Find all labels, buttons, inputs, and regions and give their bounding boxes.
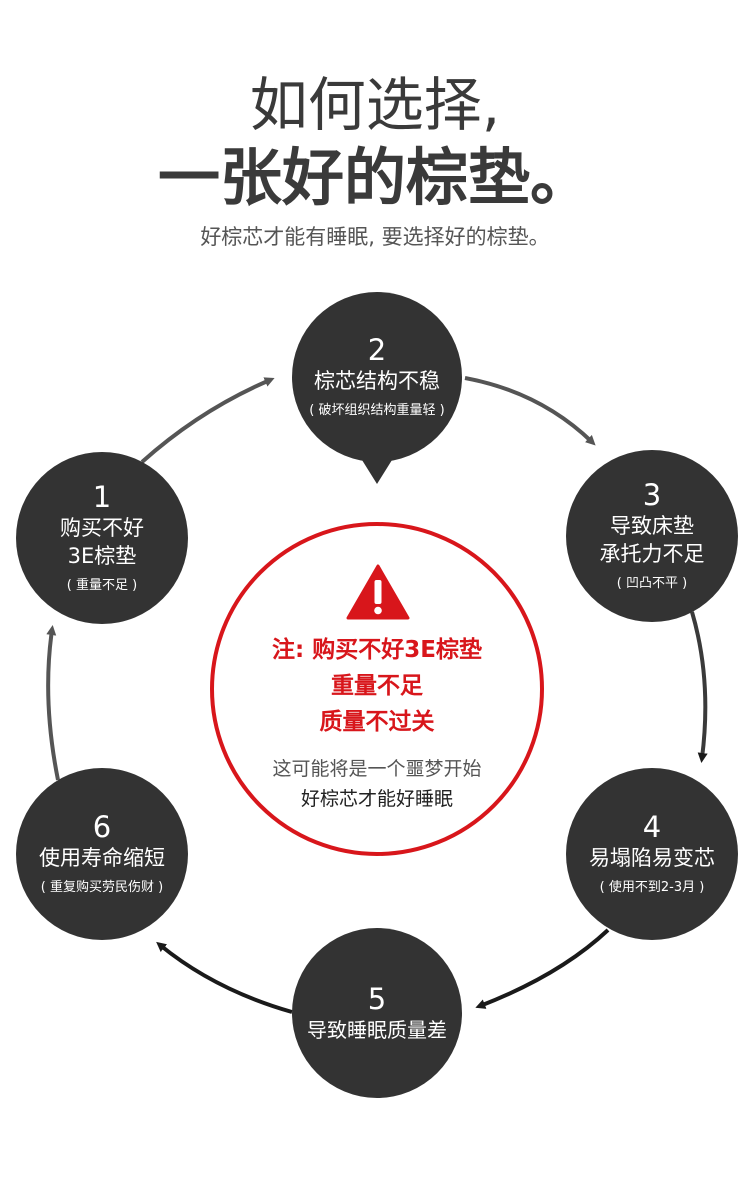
node-label: 易塌陷易变芯	[589, 846, 715, 870]
warning-line-2: 重量不足	[331, 673, 423, 699]
arrow-3-to-4	[690, 611, 708, 763]
node-number: 5	[367, 982, 387, 1016]
node-label: 购买不好	[60, 516, 144, 540]
warning-line-1: 注: 购买不好3E棕垫	[272, 637, 482, 663]
node-2-pointer	[362, 460, 392, 484]
node-label: 3E棕垫	[67, 544, 137, 568]
node-label: 导致床垫	[610, 514, 694, 538]
subtitle: 好棕芯才能有睡眠, 要选择好的棕垫。	[200, 225, 550, 249]
node-label: 承托力不足	[599, 542, 705, 566]
node-label: 使用寿命缩短	[39, 846, 165, 870]
cycle-node-5: 5 导致睡眠质量差	[292, 928, 462, 1098]
warning-triangle-icon	[346, 564, 410, 620]
node-number: 2	[367, 333, 387, 367]
node-number: 3	[642, 478, 662, 512]
node-note: ( 凹凸不平 )	[616, 576, 688, 591]
arrow-1-to-2	[140, 377, 275, 464]
node-note: ( 重量不足 )	[66, 578, 138, 593]
cycle-node-1: 1 购买不好 3E棕垫 ( 重量不足 )	[16, 452, 188, 624]
arrow-6-to-1	[46, 625, 60, 781]
node-label: 棕芯结构不稳	[314, 369, 440, 393]
cycle-node-3: 3 导致床垫 承托力不足 ( 凹凸不平 )	[566, 450, 738, 622]
node-label: 导致睡眠质量差	[307, 1018, 447, 1042]
node-number: 1	[92, 480, 112, 514]
cycle-node-6: 6 使用寿命缩短 ( 重复购买劳民伤财 )	[16, 768, 188, 940]
arrow-4-to-5	[475, 928, 610, 1009]
center-sub-line-1: 这可能将是一个噩梦开始	[272, 758, 482, 780]
node-number: 4	[642, 810, 662, 844]
arrow-5-to-6	[156, 941, 293, 1014]
node-note: ( 破坏组织结构重量轻 )	[309, 403, 445, 418]
arrow-2-to-3	[464, 376, 596, 446]
cycle-node-4: 4 易塌陷易变芯 ( 使用不到2-3月 )	[566, 768, 738, 940]
center-sub-line-2: 好棕芯才能好睡眠	[300, 788, 453, 810]
title-line-1: 如何选择,	[249, 71, 501, 139]
cycle-node-2: 2 棕芯结构不稳 ( 破坏组织结构重量轻 )	[292, 292, 462, 462]
title-line-2: 一张好的棕垫。	[157, 141, 592, 214]
node-note: ( 使用不到2-3月 )	[599, 880, 705, 895]
node-number: 6	[92, 810, 112, 844]
center-warning-circle: 注: 购买不好3E棕垫 重量不足 质量不过关 这可能将是一个噩梦开始 好棕芯才能…	[210, 522, 544, 856]
warning-line-3: 质量不过关	[319, 709, 435, 735]
node-note: ( 重复购买劳民伤财 )	[40, 880, 164, 895]
